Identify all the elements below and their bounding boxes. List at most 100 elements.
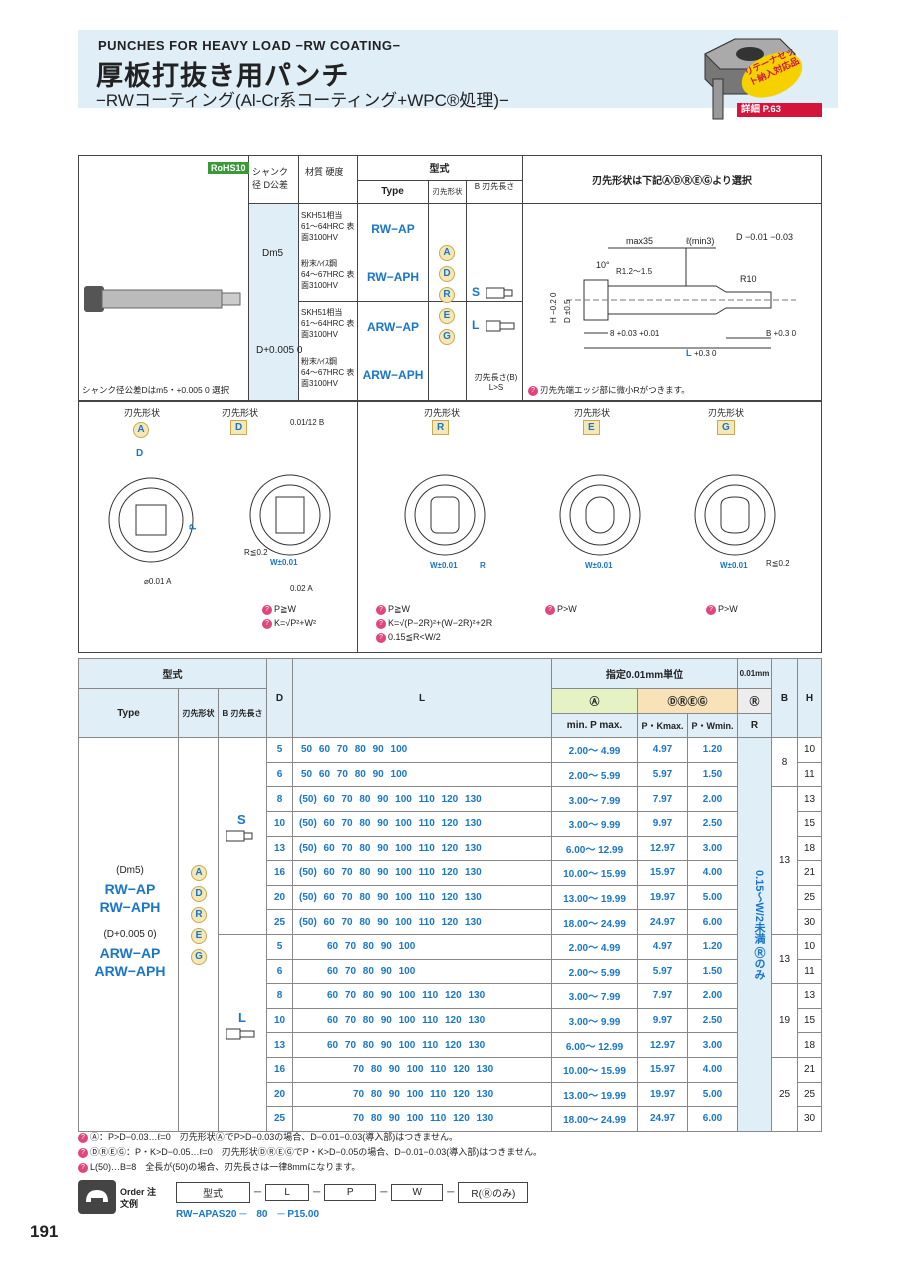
row-d: 16 — [266, 860, 293, 886]
r-cell — [737, 737, 772, 1132]
shape-a-badge: A — [133, 422, 149, 438]
order-format: 型式 ─ L ─ P ─ W ─ R(Ⓡのみ) — [176, 1182, 529, 1203]
shape-a-note-1: ?P≧W — [262, 604, 296, 615]
row-h: 25 — [797, 884, 822, 911]
row-p: 3.00〜 9.99 — [551, 810, 638, 837]
th-type-group: 型式 — [78, 658, 267, 689]
shape-r-note-2: ?K=√(P−2R)²+(W−2R)²+2R — [376, 618, 492, 629]
row-l: (50) 60 70 80 90 100 110 120 130 — [292, 909, 552, 935]
th-rr: R — [737, 712, 772, 739]
row-d: 25 — [266, 1106, 293, 1132]
caution-icon: ? — [78, 1147, 88, 1158]
row-pw: 5.00 — [687, 1081, 738, 1108]
row-d: 10 — [266, 1007, 293, 1034]
row-h: 18 — [797, 1032, 822, 1058]
type-cell — [78, 737, 179, 1132]
row-pw: 3.00 — [687, 835, 738, 862]
row-pk: 15.97 — [637, 860, 688, 886]
detail-page-link[interactable]: 詳細 P.63 — [737, 103, 822, 117]
svg-text:W±0.01: W±0.01 — [430, 561, 458, 570]
row-h: 30 — [797, 1106, 822, 1132]
svg-text:L: L — [686, 348, 692, 358]
order-col-w: W — [391, 1184, 444, 1201]
th-pw: P・Wmin. — [687, 712, 738, 739]
row-h: 18 — [797, 835, 822, 862]
row-l: (50) 60 70 80 90 100 110 120 130 — [292, 860, 552, 886]
svg-text:W±0.01: W±0.01 — [585, 561, 613, 570]
row-l: 60 70 80 90 100 — [292, 933, 552, 960]
tip-a-icon: A — [191, 865, 207, 881]
row-h: 13 — [797, 983, 822, 1009]
caution-icon: ? — [376, 632, 386, 643]
row-h: 10 — [797, 737, 822, 763]
blade-s-label: S — [237, 812, 246, 827]
svg-text:D: D — [136, 448, 143, 459]
order-col-type: 型式 — [176, 1182, 250, 1203]
footnote-3: ?L(50)…B=8 全長が(50)の場合、刃先長さは一律8mmになります。 — [78, 1160, 360, 1173]
th-unit: 指定0.01mm単位 — [551, 658, 738, 689]
row-l: (50) 60 70 80 90 100 110 120 130 — [292, 835, 552, 862]
order-col-l: L — [265, 1184, 310, 1201]
th-minp: min. P max. — [551, 712, 638, 739]
th-b: B — [771, 657, 798, 739]
blade-l-label: L — [238, 1010, 246, 1025]
d-m5: Dm5 — [262, 248, 284, 259]
shape-r-note-1: ?P≧W — [376, 604, 410, 615]
svg-text:⌀0.01 A: ⌀0.01 A — [144, 577, 172, 586]
spec-table: 型式 D L 指定0.01mm単位 0.01mm B H Type 刃先形状 B… — [78, 657, 822, 1132]
tip-shape-list: A D R E G — [190, 862, 208, 967]
caution-icon: ? — [262, 604, 272, 615]
row-pk: 4.97 — [637, 933, 688, 960]
row-p: 2.00〜 4.99 — [551, 737, 638, 763]
row-l: (50) 60 70 80 90 100 110 120 130 — [292, 810, 552, 837]
order-example: RW−APAS20 ─ 80 ─ P15.00 — [176, 1209, 320, 1220]
material-3: SKH51相当 61〜64HRC 表面3100HV — [301, 308, 355, 339]
th-blade: B 刃先長さ — [218, 687, 267, 739]
row-pk: 24.97 — [637, 1106, 688, 1132]
svg-text:B +0.3 0: B +0.3 0 — [766, 329, 797, 338]
row-pk: 7.97 — [637, 786, 688, 812]
type-names: (Dm5) RW−AP RW−APH (D+0.005 0) ARW−AP AR… — [94, 865, 166, 979]
row-pk: 15.97 — [637, 1056, 688, 1083]
row-b: 19 — [771, 983, 798, 1058]
svg-text:D −0.01 −0.03: D −0.01 −0.03 — [736, 232, 793, 242]
row-p: 10.00〜 15.99 — [551, 1056, 638, 1083]
svg-text:max35: max35 — [626, 236, 653, 246]
footnote-2: ?ⒹⓇⒺⒼ：P・K>D−0.05…ℓ=0 刃先形状ⒹⓇⒺⒼでP・K>D−0.05… — [78, 1145, 542, 1158]
row-l: 60 70 80 90 100 110 120 130 — [292, 983, 552, 1009]
shape-a-drawing: D P ⌀0.01 A — [108, 448, 198, 586]
th-h: H — [797, 657, 822, 739]
row-pw: 2.00 — [687, 983, 738, 1009]
row-pk: 9.97 — [637, 810, 688, 837]
b-note: 刃先長さ(B) L>S — [474, 373, 518, 392]
type-arw-aph: ARW−APH — [362, 368, 424, 382]
row-l: 60 70 80 90 100 — [292, 958, 552, 985]
svg-text:10°: 10° — [596, 260, 610, 270]
svg-text:R1.2〜1.5: R1.2〜1.5 — [616, 267, 653, 276]
col-type-group: 型式 — [429, 164, 450, 175]
shape-list: A D R E G — [438, 242, 456, 347]
phone-icon — [78, 1180, 116, 1214]
caution-icon: ? — [78, 1162, 88, 1173]
caution-icon: ? — [262, 618, 272, 629]
drawing-note: ?刃先先端エッジ部に微小Rがつきます。 — [528, 384, 690, 396]
col-select: 刃先形状は下記ⒶⒹⓇⒺⒼより選択 — [592, 176, 752, 187]
tip-e-icon: E — [191, 928, 207, 944]
row-p: 6.00〜 12.99 — [551, 835, 638, 862]
row-b: 13 — [771, 786, 798, 935]
row-pw: 4.00 — [687, 1056, 738, 1083]
shape-d-drawing: W±0.01 R≦0.2 0.01/12 B 0.02 A — [244, 418, 331, 593]
row-p: 3.00〜 7.99 — [551, 786, 638, 812]
col-shank: シャンク径 D公差 — [252, 167, 289, 190]
shape-r-note-3: ?0.15≦R<W/2 — [376, 632, 441, 643]
header-subtitle: PUNCHES FOR HEAVY LOAD −RW COATING− — [98, 38, 401, 53]
shank-note: シャンク径公差Dはm5・+0.005 0 選択 — [82, 385, 230, 395]
row-d: 20 — [266, 1081, 293, 1108]
page-title: 厚板打抜き用パンチ — [96, 61, 350, 91]
row-l: (50) 60 70 80 90 100 110 120 130 — [292, 786, 552, 812]
row-h: 21 — [797, 860, 822, 886]
short-blade-icon — [486, 287, 513, 299]
